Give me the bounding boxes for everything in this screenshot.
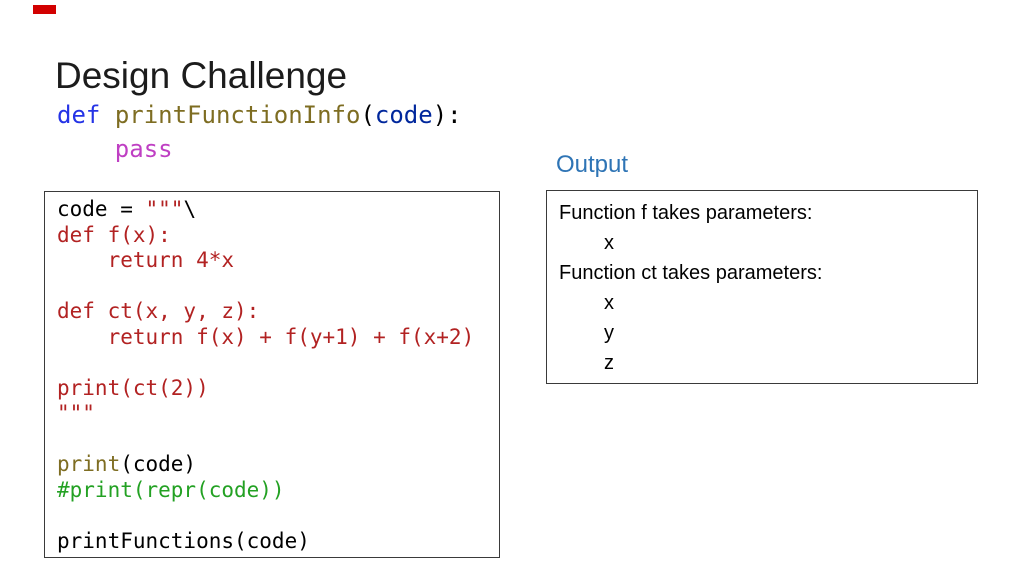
header-code-snippet: def printFunctionInfo(code): pass — [57, 98, 462, 166]
code-line: print(code) — [57, 452, 197, 476]
output-line: Function f takes parameters: — [559, 202, 813, 224]
code-line — [57, 274, 499, 300]
output-label: Output — [556, 151, 629, 178]
code-line: pass — [114, 135, 173, 163]
code-line: return 4*x — [57, 248, 235, 272]
output-line: x — [604, 292, 614, 314]
output-line: x — [604, 232, 614, 254]
code-line: def printFunctionInfo(code): — [57, 101, 462, 129]
code-line — [57, 427, 499, 453]
code-line: code = """\ — [57, 197, 197, 221]
code-listing-box: code = """\def f(x): return 4*x def ct(x… — [44, 191, 500, 558]
output-line: y — [604, 322, 614, 344]
code-line: printFunctions(code) — [57, 528, 310, 553]
code-line — [57, 350, 499, 376]
code-line: #print(repr(code)) — [57, 477, 285, 502]
slide-title: Design Challenge — [55, 54, 348, 96]
output-line: Function ct takes parameters: — [559, 262, 823, 284]
code-line — [57, 503, 499, 529]
output-line: z — [604, 352, 614, 374]
code-line: def ct(x, y, z): — [57, 299, 260, 323]
code-line: def f(x): — [57, 222, 171, 247]
code-line: print(ct(2)) — [57, 375, 209, 400]
code-line: return f(x) + f(y+1) + f(x+2) — [57, 324, 475, 349]
recording-marker-icon — [33, 5, 56, 14]
code-line: """ — [57, 401, 95, 425]
